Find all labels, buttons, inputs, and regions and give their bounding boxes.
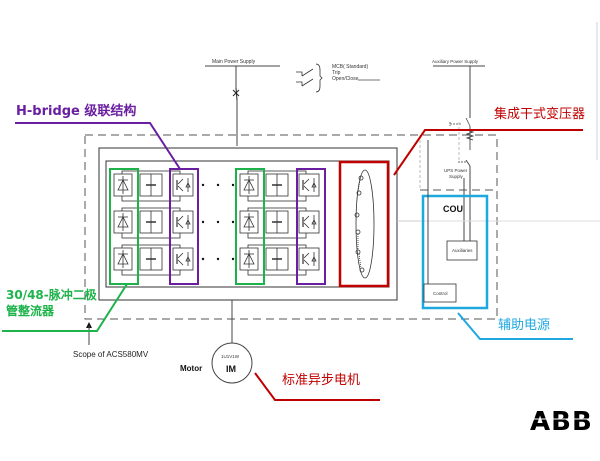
ellipsis-dot	[231, 220, 235, 224]
power-cells	[113, 170, 320, 276]
igbt-icon	[172, 173, 194, 197]
callout-motor: 标准异步电机	[282, 373, 360, 388]
scope-boundary	[84, 134, 498, 320]
ups-switch-icon	[458, 159, 471, 167]
hbridge-highlight-2	[296, 168, 326, 285]
cou-highlight	[421, 194, 489, 310]
breaker-icon	[232, 87, 240, 101]
rectifier-highlight-2	[235, 168, 265, 285]
callout-hbridge: H-bridge 级联结构	[16, 103, 136, 119]
motor-label: Motor	[180, 364, 202, 373]
igbt-icon	[298, 173, 320, 197]
power-cell	[113, 244, 194, 276]
rectifier-highlight-1	[109, 168, 139, 285]
ellipsis-dot	[201, 220, 205, 224]
drive-cabinet	[98, 147, 398, 301]
power-cell	[239, 244, 320, 276]
aux-switch-icon	[449, 117, 471, 127]
mcb-switch-icon	[296, 63, 323, 93]
control-label: Control	[433, 291, 448, 296]
callout-aux-power-line	[457, 312, 573, 340]
igbt-icon	[298, 247, 320, 271]
motor-type-label: IM	[226, 364, 236, 374]
cou-label: COU	[443, 204, 463, 214]
callout-rectifier-line2: 管整流器	[6, 303, 55, 318]
ellipsis-dot	[201, 257, 205, 261]
callout-transformer-line	[393, 129, 583, 176]
power-cell	[113, 170, 194, 202]
callout-aux-power: 辅助电源	[498, 318, 550, 333]
callout-motor-line	[254, 372, 380, 401]
trip-label: Trip	[332, 70, 341, 76]
motor-terminals-label: 1U1V1W	[221, 354, 240, 359]
ups-power-label: UPS Power	[444, 168, 468, 173]
hbridge-highlight-1	[169, 168, 199, 285]
transformer-icon	[354, 169, 375, 279]
motor-circle	[211, 342, 253, 384]
abb-logo: ABB	[530, 407, 593, 437]
open-close-label: Open/Close	[332, 76, 359, 82]
ellipsis-dot	[231, 183, 235, 187]
ellipsis-dot	[216, 183, 220, 187]
power-cell	[113, 207, 194, 239]
power-cell	[239, 170, 320, 202]
igbt-icon	[172, 247, 194, 271]
ellipsis-dots	[201, 183, 235, 261]
ellipsis-dot	[201, 183, 205, 187]
igbt-icon	[172, 210, 194, 234]
igbt-icon	[298, 210, 320, 234]
main-power-supply-label: Main Power Supply	[212, 59, 256, 65]
ellipsis-dot	[216, 257, 220, 261]
auxiliaries-box	[446, 240, 478, 261]
control-box	[423, 283, 457, 303]
callout-transformer: 集成干式变压器	[494, 106, 585, 122]
ups-supply-label: Supply	[449, 174, 464, 179]
callout-hbridge-line	[15, 122, 181, 170]
ellipsis-dot	[216, 220, 220, 224]
callout-rectifier-line1: 30/48-脉冲二极	[6, 287, 98, 302]
scope-arrow-icon	[86, 322, 92, 345]
ellipsis-dot	[231, 257, 235, 261]
callout-rectifier-line	[2, 283, 128, 332]
auxiliaries-label: Auxiliaries	[452, 248, 473, 253]
transformer-highlight	[338, 160, 390, 288]
scope-label: Scope of ACS580MV	[73, 350, 149, 359]
mcb-label: MCB( Standard)	[332, 64, 368, 70]
aux-power-supply-label: Auxiliary Power Supply	[432, 59, 479, 64]
power-cell	[239, 207, 320, 239]
